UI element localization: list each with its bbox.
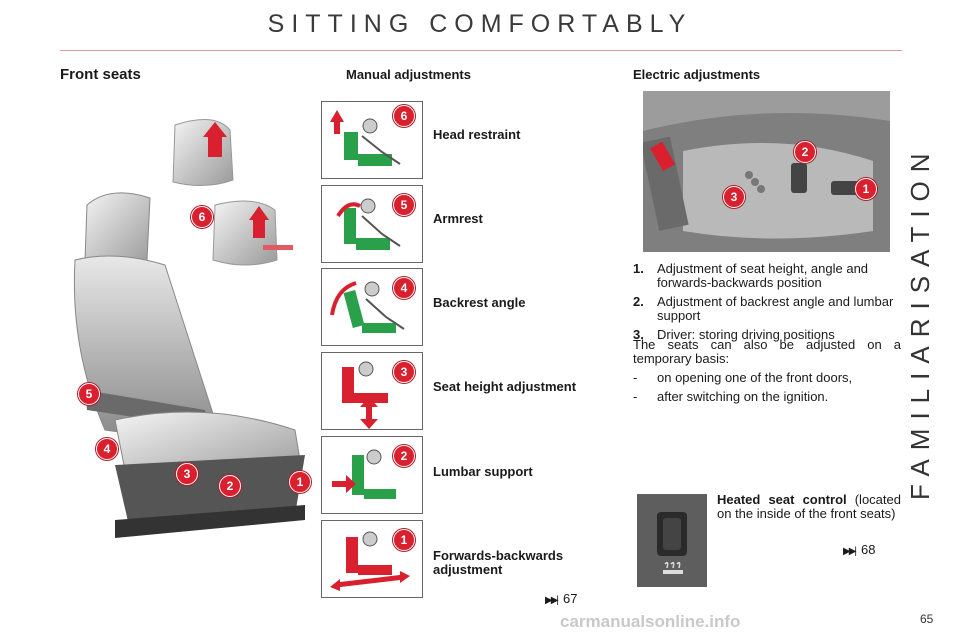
seat-badge-3: 3	[176, 463, 198, 485]
page-number: 65	[920, 612, 934, 626]
page-title: SITTING COMFORTABLY	[267, 10, 693, 38]
manual-adjustments-heading: Manual adjustments	[346, 67, 471, 82]
backrest-angle-label: Backrest angle	[433, 295, 526, 310]
diagram-badge-1: 1	[393, 529, 415, 551]
diagram-badge-6: 6	[393, 105, 415, 127]
seat-badge-4: 4	[96, 438, 118, 460]
temporary-adjustment-note: The seats can also be adjusted on a temp…	[633, 337, 901, 404]
electric-badge-1: 1	[855, 178, 877, 200]
page-ref-icon: ▶▶|	[545, 595, 559, 606]
seat-badge-6: 6	[191, 206, 213, 228]
seat-badge-5: 5	[78, 383, 100, 405]
manual-page-ref[interactable]: ▶▶|67	[545, 591, 578, 606]
diagram-badge-3: 3	[393, 361, 415, 383]
electric-controls-photo	[643, 91, 890, 252]
list-item: 2.Adjustment of backrest angle and lumba…	[633, 294, 894, 323]
seat-height-label: Seat height adjustment	[433, 379, 577, 394]
electric-badge-2: 2	[794, 141, 816, 163]
seat-badge-1: 1	[289, 471, 311, 493]
heated-seat-description: Heated seat control (located on the insi…	[717, 492, 901, 521]
seat-illustration	[73, 119, 305, 538]
armrest-label: Armrest	[433, 211, 483, 226]
lumbar-support-label: Lumbar support	[433, 464, 533, 479]
diagram-badge-2: 2	[393, 445, 415, 467]
list-item: -after switching on the ignition.	[633, 389, 829, 404]
seat-badge-2: 2	[219, 475, 241, 497]
armrest-diagram: 5	[321, 185, 423, 263]
diagram-badge-5: 5	[393, 194, 415, 216]
front-seats-heading: Front seats	[60, 66, 141, 83]
heated-page-ref[interactable]: ▶▶|68	[843, 542, 876, 557]
head-restraint-label: Head restraint	[433, 127, 521, 142]
backrest-angle-diagram: 4	[321, 268, 423, 346]
electric-badge-3: 3	[723, 186, 745, 208]
lumbar-support-diagram: 2	[321, 436, 423, 514]
forwards-backwards-label: Forwards-backwards adjustment	[433, 548, 564, 577]
heated-seat-control-photo	[637, 494, 707, 587]
head-restraint-diagram: 6	[321, 101, 423, 179]
electric-adjustments-heading: Electric adjustments	[633, 67, 761, 82]
list-item: 3.Driver: storing driving positions	[633, 327, 835, 342]
list-item: -on opening one of the front doors,	[633, 370, 853, 385]
electric-adjustment-list: 1.Adjustment of seat height, angle and f…	[633, 262, 901, 347]
seat-height-diagram: 3	[321, 352, 423, 430]
chapter-title: FAMILIARISATION	[905, 144, 935, 500]
title-divider	[60, 50, 902, 51]
watermark: carmanualsonline.info	[560, 612, 741, 631]
list-item: 1.Adjustment of seat height, angle and f…	[633, 261, 869, 290]
diagram-badge-4: 4	[393, 277, 415, 299]
page-ref-icon: ▶▶|	[843, 546, 857, 557]
forwards-backwards-diagram: 1	[321, 520, 423, 598]
